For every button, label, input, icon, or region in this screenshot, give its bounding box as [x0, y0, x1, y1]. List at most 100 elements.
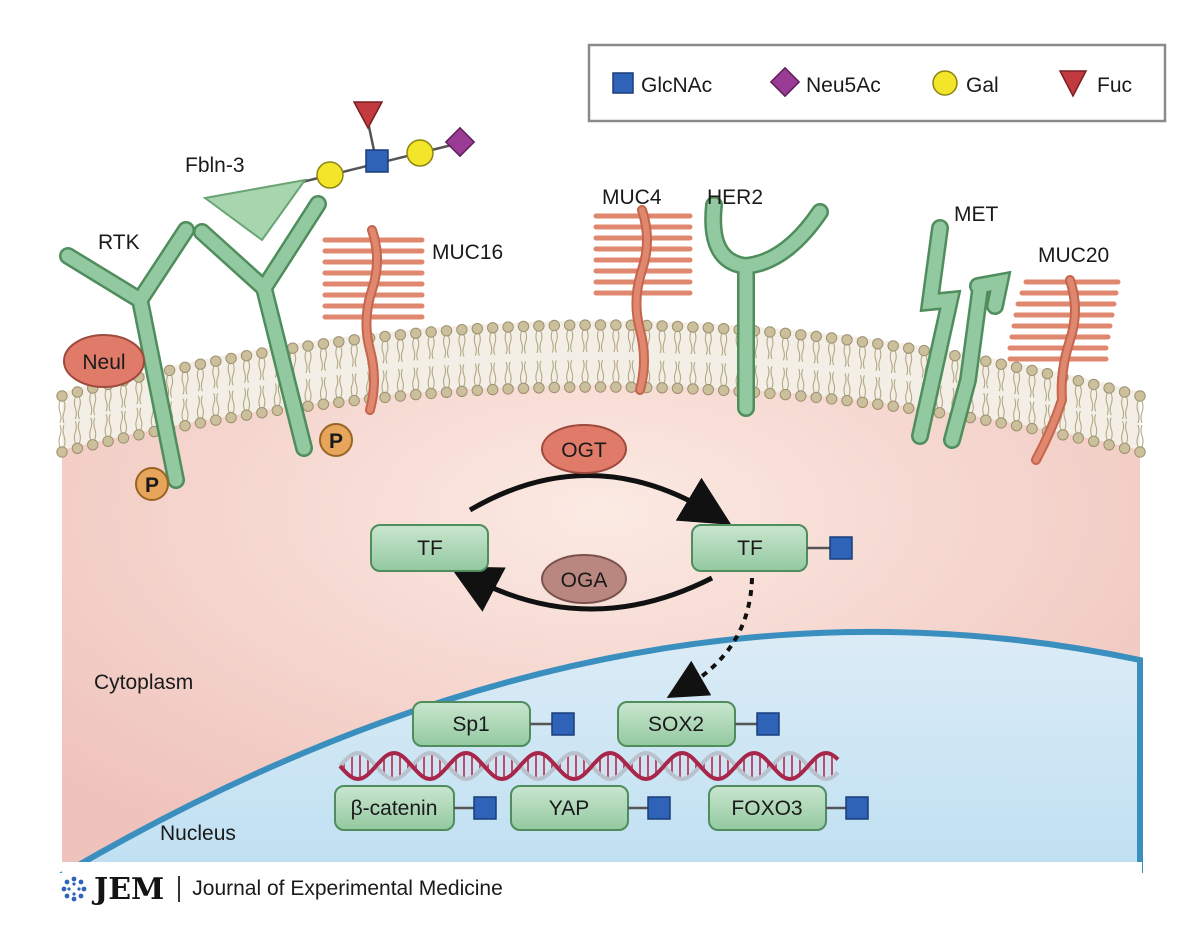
- lipid-tail: [1136, 400, 1144, 424]
- ogt-oga-cycle: OGT OGA TF TF: [370, 424, 853, 698]
- muc20-label: MUC20: [1038, 244, 1109, 267]
- phospho-icon: [319, 423, 353, 457]
- lipid-tail: [766, 366, 774, 389]
- lipid-head: [579, 381, 591, 393]
- lipid-head: [225, 411, 237, 424]
- lipid-tail: [704, 332, 712, 356]
- lipid-tail: [905, 381, 913, 404]
- lipid-head: [887, 340, 899, 352]
- lipid-head: [1088, 378, 1100, 391]
- muc4-mucin: [593, 205, 693, 395]
- lipid-tail: [797, 339, 805, 362]
- lipid-tail: [673, 361, 682, 384]
- lipid-tail: [442, 365, 451, 388]
- rtk-receptor-right: [193, 195, 327, 457]
- lipid-head: [1134, 446, 1146, 458]
- lipid-head: [194, 358, 207, 370]
- lipid-head: [179, 361, 191, 373]
- lipid-tail: [858, 346, 866, 369]
- lipid-tail: [781, 338, 789, 361]
- lipid-tail: [227, 363, 235, 386]
- lipid-head: [302, 340, 314, 352]
- lipid-head: [471, 323, 483, 335]
- gal-icon: [316, 161, 344, 189]
- lipid-tail: [596, 359, 605, 383]
- lipid-tail: [181, 372, 189, 395]
- lipid-head: [440, 325, 453, 337]
- lipid-head: [456, 385, 468, 397]
- lipid-head: [779, 327, 792, 339]
- lipid-head: [548, 319, 560, 332]
- lipid-tail: [828, 342, 836, 366]
- journal-name: Journal of Experimental Medicine: [192, 877, 503, 900]
- lipid-tail: [658, 330, 666, 354]
- lipid-tail: [519, 331, 528, 354]
- lipid-head: [795, 390, 807, 402]
- lipid-tail: [1013, 398, 1021, 421]
- lipid-head: [102, 435, 114, 447]
- glcnac-icon: [365, 149, 389, 173]
- lipid-head: [1118, 386, 1131, 398]
- phospho-label: P: [329, 430, 343, 453]
- lipid-tail: [1105, 392, 1113, 416]
- lipid-tail: [396, 368, 404, 392]
- lipid-tail: [212, 366, 220, 389]
- lipid-tail: [1043, 378, 1051, 401]
- lipid-tail: [258, 385, 266, 408]
- glcnac-icon: [647, 796, 671, 820]
- lipid-head: [980, 414, 992, 426]
- tf-left-label: TF: [417, 537, 443, 560]
- lipid-tail: [951, 360, 959, 383]
- lipid-head: [671, 382, 684, 394]
- lipid-head: [410, 388, 422, 401]
- lipid-head: [394, 390, 407, 402]
- phospho-icon: [135, 467, 169, 501]
- lipid-head: [841, 334, 853, 346]
- lipid-tail: [181, 398, 189, 421]
- legend-label-glcnac: GlcNAc: [641, 74, 712, 97]
- lipid-head: [56, 390, 68, 402]
- lipid-tail: [1028, 401, 1036, 424]
- lipid-head: [210, 414, 222, 426]
- lipid-tail: [504, 331, 512, 355]
- oga-label: OGA: [561, 569, 608, 592]
- lipid-tail: [119, 385, 128, 408]
- lipid-head: [1103, 439, 1115, 451]
- gal-icon: [406, 139, 434, 167]
- lipid-head: [995, 417, 1007, 429]
- lipid-head: [594, 319, 607, 331]
- lipid-tail: [1136, 424, 1144, 448]
- lipid-tail: [304, 350, 312, 374]
- lipid-tail: [458, 334, 466, 357]
- lipid-head: [1010, 420, 1023, 432]
- phospho-label: P: [145, 474, 159, 497]
- yap-label: YAP: [549, 797, 589, 820]
- lipid-head: [810, 330, 822, 343]
- lipid-tail: [612, 359, 620, 383]
- bcatenin-label: β-catenin: [351, 797, 438, 820]
- muc16-mucin: [322, 225, 425, 415]
- lipid-head: [210, 355, 222, 367]
- neu5ac-icon: [444, 126, 476, 158]
- legend-label-fuc: Fuc: [1097, 74, 1132, 97]
- lipid-head: [718, 323, 730, 335]
- lipid-tail: [427, 336, 435, 360]
- lipid-head: [656, 320, 668, 332]
- lipid-tail: [843, 344, 851, 368]
- lipid-head: [348, 394, 360, 407]
- lipid-head: [779, 388, 792, 401]
- lipid-head: [133, 429, 145, 441]
- met-receptor: [911, 219, 1012, 449]
- nuclear-translocation-arrow: [666, 577, 754, 698]
- glcnac-icon: [756, 712, 780, 736]
- lipid-head: [71, 386, 84, 398]
- lipid-tail: [1090, 414, 1098, 437]
- sp1-label: Sp1: [452, 713, 489, 736]
- lipid-tail: [1028, 375, 1036, 398]
- lipid-head: [918, 344, 930, 357]
- lipid-head: [379, 391, 391, 404]
- lipid-head: [487, 383, 499, 396]
- muc16-label: MUC16: [432, 241, 503, 264]
- lipid-head: [317, 338, 330, 350]
- lipid-tail: [874, 376, 882, 400]
